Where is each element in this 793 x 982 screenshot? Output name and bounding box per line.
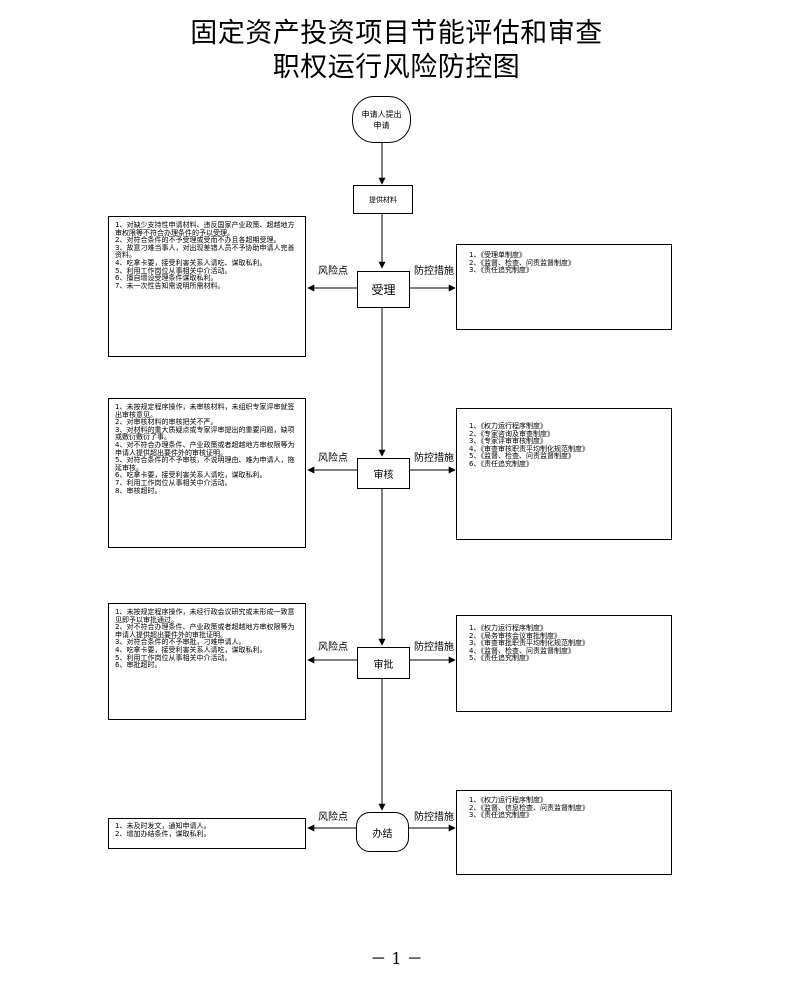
risk-item: 4、吃拿卡要，接受利害关系人请吃、谋取私利。 — [115, 258, 267, 267]
risk-item: 5、利用工作岗位从事相关中介活动。 — [115, 266, 232, 275]
finish-node: 办结 — [356, 812, 409, 852]
control-item: 3、《专家评审审核制度》 — [469, 437, 547, 446]
risk-item: 1、对缺少支持性申请材料、违反国家产业政策、超越地方审权限等不符合办理条件的予以… — [115, 221, 295, 237]
accept-risk-list: 1、对缺少支持性申请材料、违反国家产业政策、超越地方审权限等不符合办理条件的予以… — [115, 221, 299, 290]
review-control-box: 1、《权力运行程序制度》 2、《专家咨询及审查制度》 3、《专家评审审核制度》 … — [456, 408, 672, 540]
finish-node-label: 办结 — [372, 828, 393, 840]
control-item: 2、《局务审核会议审批制度》 — [469, 631, 561, 640]
approve-control-box: 1、《权力运行程序制度》 2、《局务审核会议审批制度》 3、《审查审批职责平均制… — [456, 615, 672, 712]
review-risk-box: 1、未按规定程序操作，未审核材料，未组织专家评审就签出审核意见。 2、对审核材料… — [108, 398, 306, 548]
submit-materials-node: 提供材料 — [353, 185, 413, 214]
finish-control-label: 防控措施 — [414, 812, 454, 823]
approve-control-list: 1、《权力运行程序制度》 2、《局务审核会议审批制度》 3、《审查审批职责平均制… — [469, 624, 659, 663]
risk-item: 2、对符合条件的不予受理或受而不办且各超期受理。 — [115, 236, 281, 245]
control-item: 5、《责任追究制度》 — [469, 654, 533, 663]
control-item: 3、《责任追究制度》 — [469, 266, 533, 275]
risk-item: 1、未按规定程序操作，未经行政会议研究或未形成一致意见即予以审批通过。 — [115, 608, 295, 624]
review-control-list: 1、《权力运行程序制度》 2、《专家咨询及审查制度》 3、《专家评审审核制度》 … — [469, 422, 659, 469]
risk-item: 6、擅自增设受理条件谋取私利。 — [115, 274, 218, 283]
control-item: 2、《监督、检查、问责监督制度》 — [469, 258, 575, 267]
risk-item: 4、对不符合办理条件、产业政策或者超越地方审权限等为申请人提供超出要件外的审核证… — [115, 440, 295, 457]
risk-item: 7、利用工作岗位从事相关中介活动。 — [115, 478, 232, 487]
accept-node-label: 受理 — [371, 283, 396, 297]
control-item: 3、《责任追究制度》 — [469, 811, 533, 820]
start-node: 申请人提出申请 — [352, 96, 411, 143]
review-node-label: 审核 — [373, 470, 394, 481]
approve-node-label: 审批 — [373, 659, 394, 671]
control-item: 1、《受理单制度》 — [469, 251, 526, 259]
finish-risk-label: 风险点 — [318, 812, 348, 823]
finish-risk-list: 1、未及时发文，通知申请人。 2、增加办结条件，谋取私利。 — [115, 822, 299, 838]
control-item: 6、《责任追究制度》 — [469, 459, 533, 468]
control-item: 1、《权力运行程序制度》 — [469, 624, 547, 632]
accept-control-list: 1、《受理单制度》 2、《监督、检查、问责监督制度》 3、《责任追究制度》 — [469, 251, 659, 275]
risk-item: 1、未及时发文，通知申请人。 — [115, 822, 211, 830]
accept-risk-box: 1、对缺少支持性申请材料、违反国家产业政策、超越地方审权限等不符合办理条件的予以… — [108, 216, 306, 357]
accept-control-label: 防控措施 — [414, 266, 454, 277]
risk-item: 5、利用工作岗位从事相关中介活动。 — [115, 653, 232, 662]
risk-item: 3、故意刁难当事人，对出现差错人员不予协助申请人完善资料。 — [115, 243, 295, 260]
control-item: 2、《监督、信息检查、问责监督制度》 — [469, 803, 589, 812]
control-item: 3、《审查审批职责平均制化规范制度》 — [469, 639, 589, 648]
approve-risk-list: 1、未按规定程序操作，未经行政会议研究或未形成一致意见即予以审批通过。 2、对不… — [115, 608, 299, 670]
control-item: 4、《监督、检查、问责监督制度》 — [469, 646, 575, 655]
control-item: 1、《权力运行程序制度》 — [469, 422, 547, 430]
risk-item: 6、审批超时。 — [115, 661, 162, 670]
risk-item: 3、对符合条件的不予审批，刁难申请人。 — [115, 638, 246, 647]
review-control-label: 防控措施 — [414, 453, 454, 464]
page-title-line-2: 职权运行风险防控图 — [272, 52, 521, 83]
risk-item: 3、对材料的重大质疑点或专家评审提出的重要问题，缺项或敷衍敷衍了事。 — [115, 425, 295, 442]
control-item: 2、《专家咨询及审查制度》 — [469, 429, 554, 438]
finish-control-list: 1、《权力运行程序制度》 2、《监督、信息检查、问责监督制度》 3、《责任追究制… — [469, 796, 659, 820]
accept-control-box: 1、《受理单制度》 2、《监督、检查、问责监督制度》 3、《责任追究制度》 — [456, 244, 672, 330]
control-item: 1、《权力运行程序制度》 — [469, 796, 547, 804]
risk-item: 6、吃拿卡要，接受利害关系人请吃，谋取私利。 — [115, 471, 267, 480]
review-risk-list: 1、未按规定程序操作，未审核材料，未组织专家评审就签出审核意见。 2、对审核材料… — [115, 403, 299, 495]
risk-item: 2、对审核材料的审核把关不严。 — [115, 418, 218, 427]
risk-item: 4、吃拿卡要，接受利害关系人请吃，谋取私利。 — [115, 645, 267, 654]
review-node: 审核 — [357, 458, 410, 489]
risk-item: 8、审核超时。 — [115, 486, 162, 495]
accept-node: 受理 — [357, 271, 410, 308]
approve-risk-label: 风险点 — [318, 642, 348, 653]
submit-materials-label: 提供材料 — [369, 195, 397, 204]
risk-item: 1、未按规定程序操作，未审核材料，未组织专家评审就签出审核意见。 — [115, 403, 295, 419]
approve-control-label: 防控措施 — [414, 642, 454, 653]
risk-item: 7、未一次性告知需说明所需材料。 — [115, 281, 225, 290]
risk-item: 5、对符合条件的不予审核，不说明理由、难为申请人，拖延审核。 — [115, 456, 295, 472]
start-node-label: 申请人提出申请 — [361, 109, 402, 130]
finish-risk-box: 1、未及时发文，通知申请人。 2、增加办结条件，谋取私利。 — [108, 818, 306, 849]
control-item: 4、《审查审核职责平均制化规范制度》 — [469, 444, 589, 453]
accept-risk-label: 风险点 — [318, 266, 348, 277]
risk-item: 2、增加办结条件，谋取私利。 — [115, 829, 211, 838]
page-number: － 1 － — [370, 949, 423, 968]
approve-risk-box: 1、未按规定程序操作，未经行政会议研究或未形成一致意见即予以审批通过。 2、对不… — [108, 603, 306, 720]
review-risk-label: 风险点 — [318, 453, 348, 464]
approve-node: 审批 — [357, 647, 410, 679]
control-item: 5、《监督、检查、问责监督制度》 — [469, 452, 575, 461]
page-title-line-1: 固定资产投资项目节能评估和审查 — [190, 18, 603, 49]
risk-item: 2、对不符合办理条件、产业政策或者超越地方审权限等为申请人提供超出要件外的审批证… — [115, 623, 295, 639]
finish-control-box: 1、《权力运行程序制度》 2、《监督、信息检查、问责监督制度》 3、《责任追究制… — [456, 790, 672, 875]
